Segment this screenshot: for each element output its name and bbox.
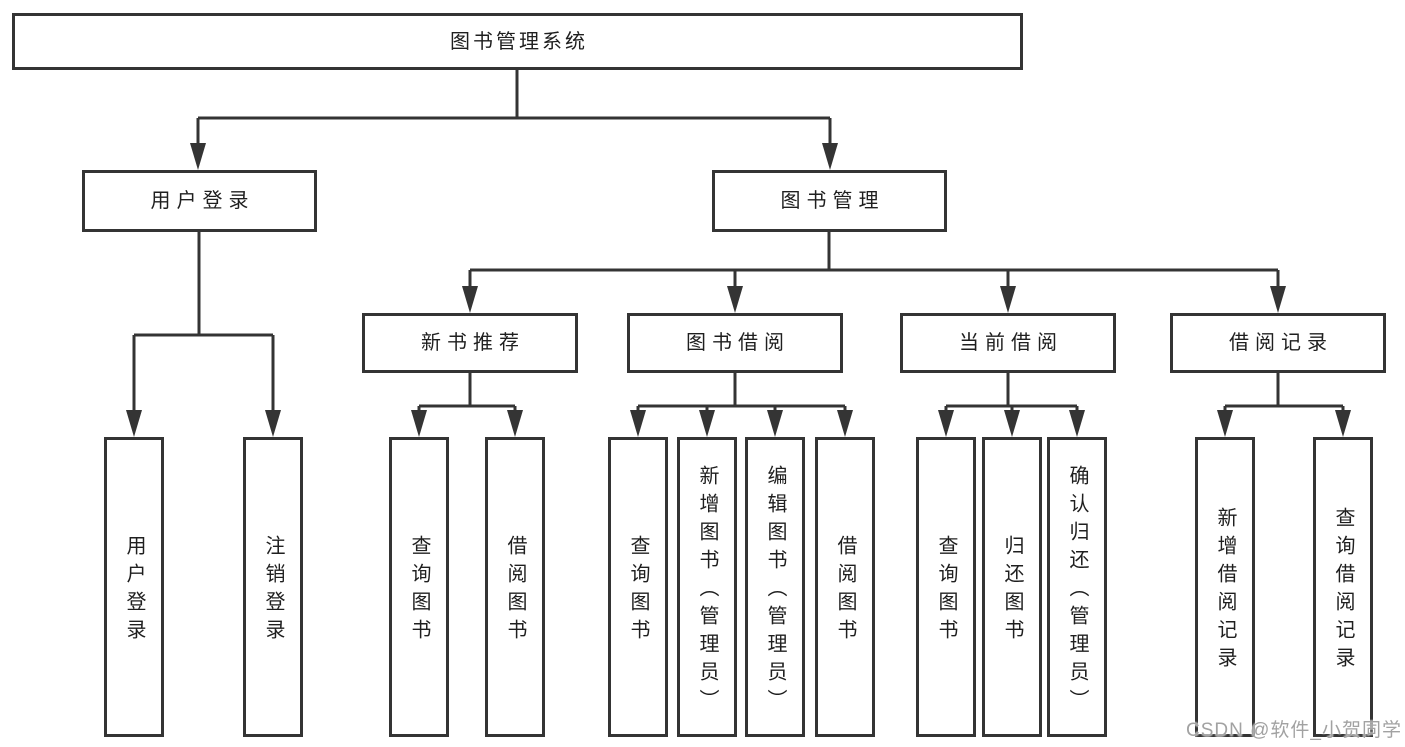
node-current-borrow: 当前借阅 bbox=[900, 313, 1116, 373]
leaf-logout: 注销登录 bbox=[243, 437, 303, 737]
leaf-borrow-books-recommend: 借阅图书 bbox=[485, 437, 545, 737]
node-book-borrow: 图书借阅 bbox=[627, 313, 843, 373]
leaf-logout-label: 注销登录 bbox=[262, 535, 284, 647]
node-new-book-recommend: 新书推荐 bbox=[362, 313, 578, 373]
leaf-borrow-books: 借阅图书 bbox=[815, 437, 875, 737]
leaf-query-books-recommend: 查询图书 bbox=[389, 437, 449, 737]
leaf-add-borrow-record-label: 新增借阅记录 bbox=[1214, 507, 1236, 675]
leaf-edit-books-admin: 编辑图书（管理员） bbox=[745, 437, 805, 737]
node-root-label: 图书管理系统 bbox=[450, 30, 588, 53]
leaf-query-borrow-record: 查询借阅记录 bbox=[1313, 437, 1373, 737]
node-borrow-records-label: 借阅记录 bbox=[1229, 332, 1333, 354]
leaf-query-borrow-record-label: 查询借阅记录 bbox=[1332, 507, 1354, 675]
leaf-add-books-admin: 新增图书（管理员） bbox=[677, 437, 737, 737]
node-book-management: 图书管理 bbox=[712, 170, 947, 232]
node-new-book-recommend-label: 新书推荐 bbox=[421, 332, 525, 354]
node-root-system: 图书管理系统 bbox=[12, 13, 1023, 70]
node-current-borrow-label: 当前借阅 bbox=[959, 332, 1063, 354]
leaf-user-login: 用户登录 bbox=[104, 437, 164, 737]
leaf-query-books-current-label: 查询图书 bbox=[935, 535, 957, 647]
leaf-query-books-borrow: 查询图书 bbox=[608, 437, 668, 737]
leaf-user-login-label: 用户登录 bbox=[123, 535, 145, 647]
node-user-login-label: 用户登录 bbox=[150, 190, 255, 212]
leaf-return-books: 归还图书 bbox=[982, 437, 1042, 737]
node-user-login: 用户登录 bbox=[82, 170, 317, 232]
leaf-query-books-recommend-label: 查询图书 bbox=[408, 535, 430, 647]
node-book-management-label: 图书管理 bbox=[780, 190, 885, 212]
node-borrow-records: 借阅记录 bbox=[1170, 313, 1386, 373]
leaf-edit-books-admin-label: 编辑图书（管理员） bbox=[764, 465, 786, 717]
node-book-borrow-label: 图书借阅 bbox=[686, 332, 790, 354]
leaf-borrow-books-label: 借阅图书 bbox=[834, 535, 856, 647]
leaf-borrow-books-recommend-label: 借阅图书 bbox=[504, 535, 526, 647]
csdn-watermark: CSDN @软件_小贺同学 bbox=[1186, 720, 1402, 741]
leaf-add-books-admin-label: 新增图书（管理员） bbox=[696, 465, 718, 717]
leaf-add-borrow-record: 新增借阅记录 bbox=[1195, 437, 1255, 737]
leaf-confirm-return-admin: 确认归还（管理员） bbox=[1047, 437, 1107, 737]
leaf-query-books-current: 查询图书 bbox=[916, 437, 976, 737]
leaf-confirm-return-admin-label: 确认归还（管理员） bbox=[1066, 465, 1088, 717]
leaf-query-books-borrow-label: 查询图书 bbox=[627, 535, 649, 647]
leaf-return-books-label: 归还图书 bbox=[1001, 535, 1023, 647]
